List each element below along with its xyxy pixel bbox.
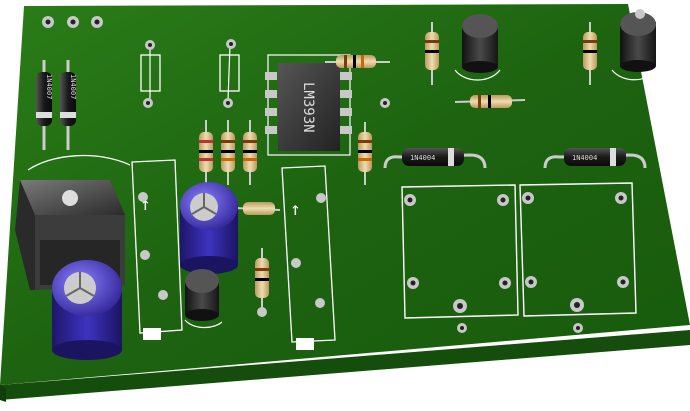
- relay-footprint-2: [519, 182, 637, 317]
- header-pads: [42, 16, 103, 28]
- arrow-2: ↑: [290, 199, 301, 220]
- transistor-q3: [184, 269, 223, 329]
- trimmer-outline-2: ↑: [281, 165, 336, 350]
- ic-lm393n: LM393N: [265, 54, 352, 156]
- transistor-q1: [454, 14, 501, 81]
- diode-d2-label: 1N4007: [69, 74, 77, 99]
- diode-d1: 1N4007: [36, 60, 53, 150]
- resistor-r13: [583, 22, 597, 85]
- diode-d4: 1N4004: [543, 148, 647, 169]
- diode-d3: 1N4004: [383, 148, 487, 169]
- diode-d1-label: 1N4007: [45, 74, 53, 99]
- footprint-r2: [219, 39, 240, 108]
- capacitor-c1: [52, 260, 122, 360]
- resistor-r11: [425, 22, 439, 85]
- resistor-bank: [199, 120, 372, 185]
- capacitor-c2: [180, 182, 238, 274]
- resistor-r12: [454, 95, 526, 108]
- diode-d3-label: 1N4004: [410, 154, 435, 162]
- relay-footprint-1: [401, 184, 519, 319]
- board-edge: [0, 330, 690, 400]
- ic-label: LM393N: [300, 82, 316, 133]
- voltage-regulator: [15, 180, 125, 290]
- transistor-q2: [611, 12, 659, 81]
- resistor-r9: [234, 202, 281, 215]
- footprint-r1: [140, 40, 161, 108]
- resistor-r10: [255, 248, 269, 317]
- resistor-r8: [325, 55, 390, 68]
- trimmer-outline-1: ↑: [131, 159, 183, 340]
- diode-d4-label: 1N4004: [572, 154, 597, 162]
- diode-d2: 1N4007: [60, 60, 77, 150]
- arrow-1: ↑: [140, 194, 151, 215]
